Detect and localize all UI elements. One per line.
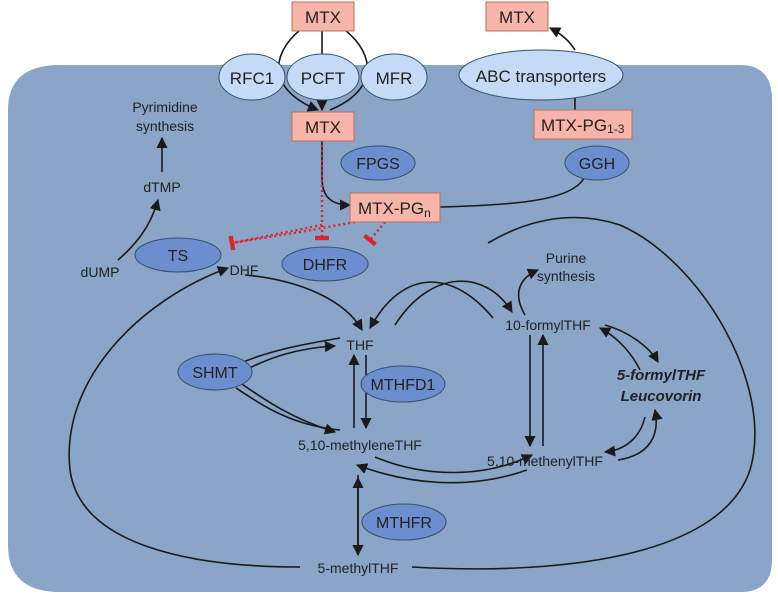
mtxpgn-to-ggh-line bbox=[439, 175, 586, 208]
mtx-efflux-label: MTX bbox=[499, 8, 535, 27]
ts-enzyme[interactable]: TS bbox=[134, 237, 222, 273]
dump-to-dtmp-line bbox=[117, 198, 161, 261]
pathway-lines bbox=[68, 28, 756, 570]
mtx-intracellular-label: MTX bbox=[305, 118, 341, 137]
inhibition-lines bbox=[228, 145, 386, 251]
mthfr-label: MTHFR bbox=[376, 515, 432, 532]
purine-synthesis-line1: Purine bbox=[546, 250, 587, 266]
abc-label: ABC transporters bbox=[476, 67, 606, 86]
pyrimidine-synthesis-line2: synthesis bbox=[136, 118, 194, 134]
metabolites: Pyrimidine synthesis dTMP dUMP DHF THF 5… bbox=[81, 99, 706, 576]
mtx-intracellular-box[interactable]: MTX bbox=[291, 111, 355, 142]
dhfr-enzyme[interactable]: DHFR bbox=[281, 246, 369, 282]
dhfr-label: DHFR bbox=[303, 257, 347, 274]
rfc1-transporter[interactable]: RFC1 bbox=[218, 53, 286, 101]
shmt-enzyme[interactable]: SHMT bbox=[177, 353, 253, 391]
ggh-label: GGH bbox=[579, 156, 615, 173]
mthfr-enzyme[interactable]: MTHFR bbox=[361, 503, 447, 541]
pcft-label: PCFT bbox=[301, 69, 345, 88]
transporters: RFC1 MFR PCFT ABC transporters bbox=[218, 49, 624, 101]
5formyl-to-methenyl-line bbox=[603, 416, 646, 457]
dhf-label: DHF bbox=[230, 262, 259, 278]
formyl-to-thf-line bbox=[369, 281, 494, 329]
mtx-extracellular-box[interactable]: MTX bbox=[291, 1, 355, 32]
methyl-loop-right bbox=[411, 216, 756, 570]
shmt-arc-lower-b bbox=[235, 379, 337, 435]
formyl-to-5formyl-line bbox=[604, 324, 659, 363]
5formyl-to-formyl-line bbox=[599, 327, 641, 371]
shmt-arc-upper-a bbox=[235, 337, 341, 366]
mthfd1-label: MTHFD1 bbox=[371, 377, 436, 394]
mtx-pg-n-label: MTX-PGn bbox=[358, 199, 431, 220]
mtx-pg-13-box[interactable]: MTX-PG1-3 bbox=[533, 109, 633, 140]
ts-label: TS bbox=[168, 248, 188, 265]
methenyl-to-methylene-line bbox=[355, 463, 528, 484]
abc-transporter[interactable]: ABC transporters bbox=[458, 49, 624, 101]
methenyl-to-5formyl-line bbox=[617, 408, 663, 461]
dtmp-label: dTMP bbox=[143, 179, 180, 195]
drug-boxes: MTX MTX MTX MTX-PGn MTX-PG1-3 bbox=[291, 1, 633, 223]
methylene-thf-label: 5,10-methyleneTHF bbox=[298, 437, 422, 453]
leucovorin-line2: Leucovorin bbox=[621, 388, 702, 405]
fpgs-label: FPGS bbox=[356, 156, 400, 173]
inhibit-mtxpgn-dhfr bbox=[363, 221, 386, 247]
dhf-to-thf-line bbox=[244, 274, 363, 331]
formyl-to-purine-line bbox=[517, 268, 540, 316]
methyl-thf-label: 5-methylTHF bbox=[318, 560, 399, 576]
purine-synthesis-line2: synthesis bbox=[537, 268, 595, 284]
thf-to-formyl-line bbox=[394, 280, 513, 326]
leucovorin-line1: 5-formylTHF bbox=[617, 367, 706, 384]
methylene-to-methenyl-line bbox=[374, 454, 534, 474]
mtx-efflux-box[interactable]: MTX bbox=[485, 1, 549, 32]
mfr-transporter[interactable]: MFR bbox=[360, 53, 428, 101]
pyrimidine-synthesis-line1: Pyrimidine bbox=[132, 99, 198, 115]
ggh-enzyme[interactable]: GGH bbox=[564, 145, 630, 181]
mthfd1-enzyme[interactable]: MTHFD1 bbox=[360, 365, 446, 403]
methyl-loop-left bbox=[68, 266, 301, 568]
shmt-label: SHMT bbox=[192, 365, 238, 382]
mtx-pg-n-box[interactable]: MTX-PGn bbox=[349, 192, 441, 223]
dump-label: dUMP bbox=[81, 264, 120, 280]
mfr-label: MFR bbox=[376, 69, 413, 88]
methenyl-thf-label: 5,10-methenylTHF bbox=[487, 453, 603, 469]
enzymes: FPGS GGH TS DHFR SHMT MTHFD1 MTHFR bbox=[134, 145, 630, 541]
mtx-pg-13-label: MTX-PG1-3 bbox=[541, 116, 625, 136]
mtx-to-mtxpgn-line bbox=[321, 140, 352, 211]
rfc1-label: RFC1 bbox=[230, 69, 274, 88]
mtx-extracellular-label: MTX bbox=[305, 8, 341, 27]
inhibit-mtxpgn-ts bbox=[231, 220, 356, 245]
pcft-transporter[interactable]: PCFT bbox=[286, 53, 360, 101]
fpgs-enzyme[interactable]: FPGS bbox=[340, 145, 416, 181]
formyl-thf-label: 10-formylTHF bbox=[505, 317, 591, 333]
thf-label: THF bbox=[346, 337, 373, 353]
cell-body bbox=[8, 65, 772, 592]
